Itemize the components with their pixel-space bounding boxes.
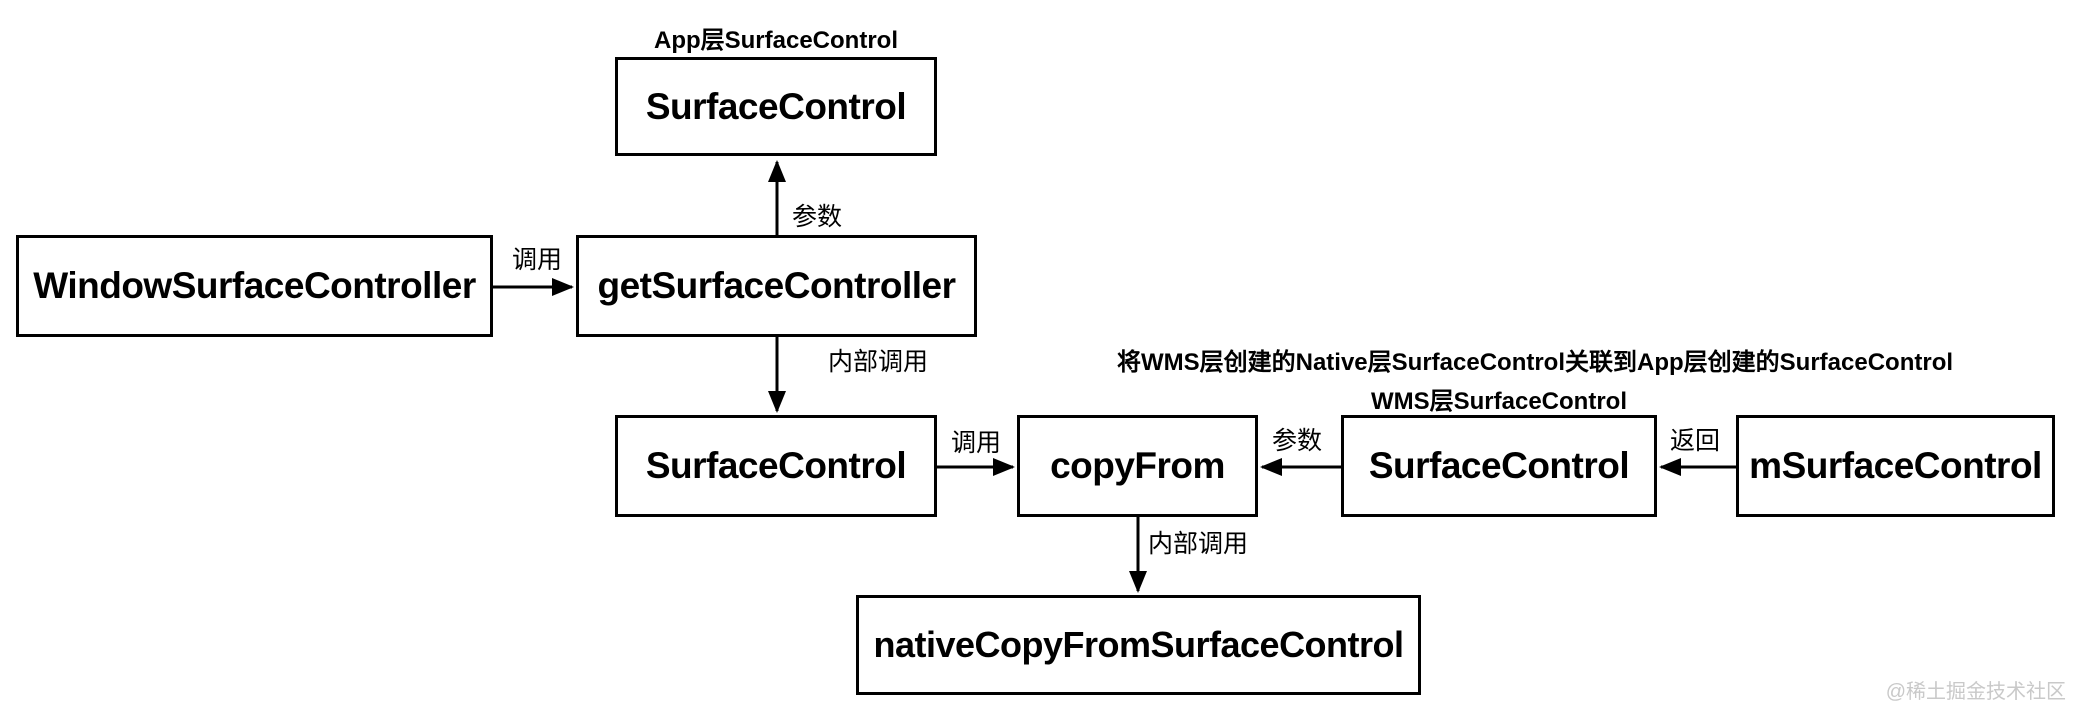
edge-label-return-1: 返回 [1670,427,1721,455]
edge-label-param-1: 参数 [792,203,843,231]
node-copyfrom: copyFrom [1017,415,1258,517]
node-msurfacecontrol: mSurfaceControl [1736,415,2055,517]
edge-label-internal-call-2: 内部调用 [1148,530,1249,558]
node-nativecopyfromsurfacecontrol: nativeCopyFromSurfaceControl [856,595,1421,695]
edge-label-param-2: 参数 [1272,427,1323,455]
juejin-watermark: @稀土掘金技术社区 [1885,681,2066,703]
edge-label-internal-call-1: 内部调用 [828,348,929,376]
node-getsurfacecontroller: getSurfaceController [576,235,977,337]
node-wms-surfacecontrol: SurfaceControl [1341,415,1657,517]
node-app-surfacecontrol: SurfaceControl [615,57,937,156]
node-windowsurfacecontroller: WindowSurfaceController [16,235,493,337]
node-inner-surfacecontrol: SurfaceControl [615,415,937,517]
relation-note: 将WMS层创建的Native层SurfaceControl关联到App层创建的S… [1116,349,1954,376]
app-layer-caption: App层SurfaceControl [653,27,898,54]
wms-layer-caption: WMS层SurfaceControl [1370,388,1627,415]
edge-label-call-1: 调用 [512,246,563,274]
edge-label-call-2: 调用 [951,429,1002,457]
